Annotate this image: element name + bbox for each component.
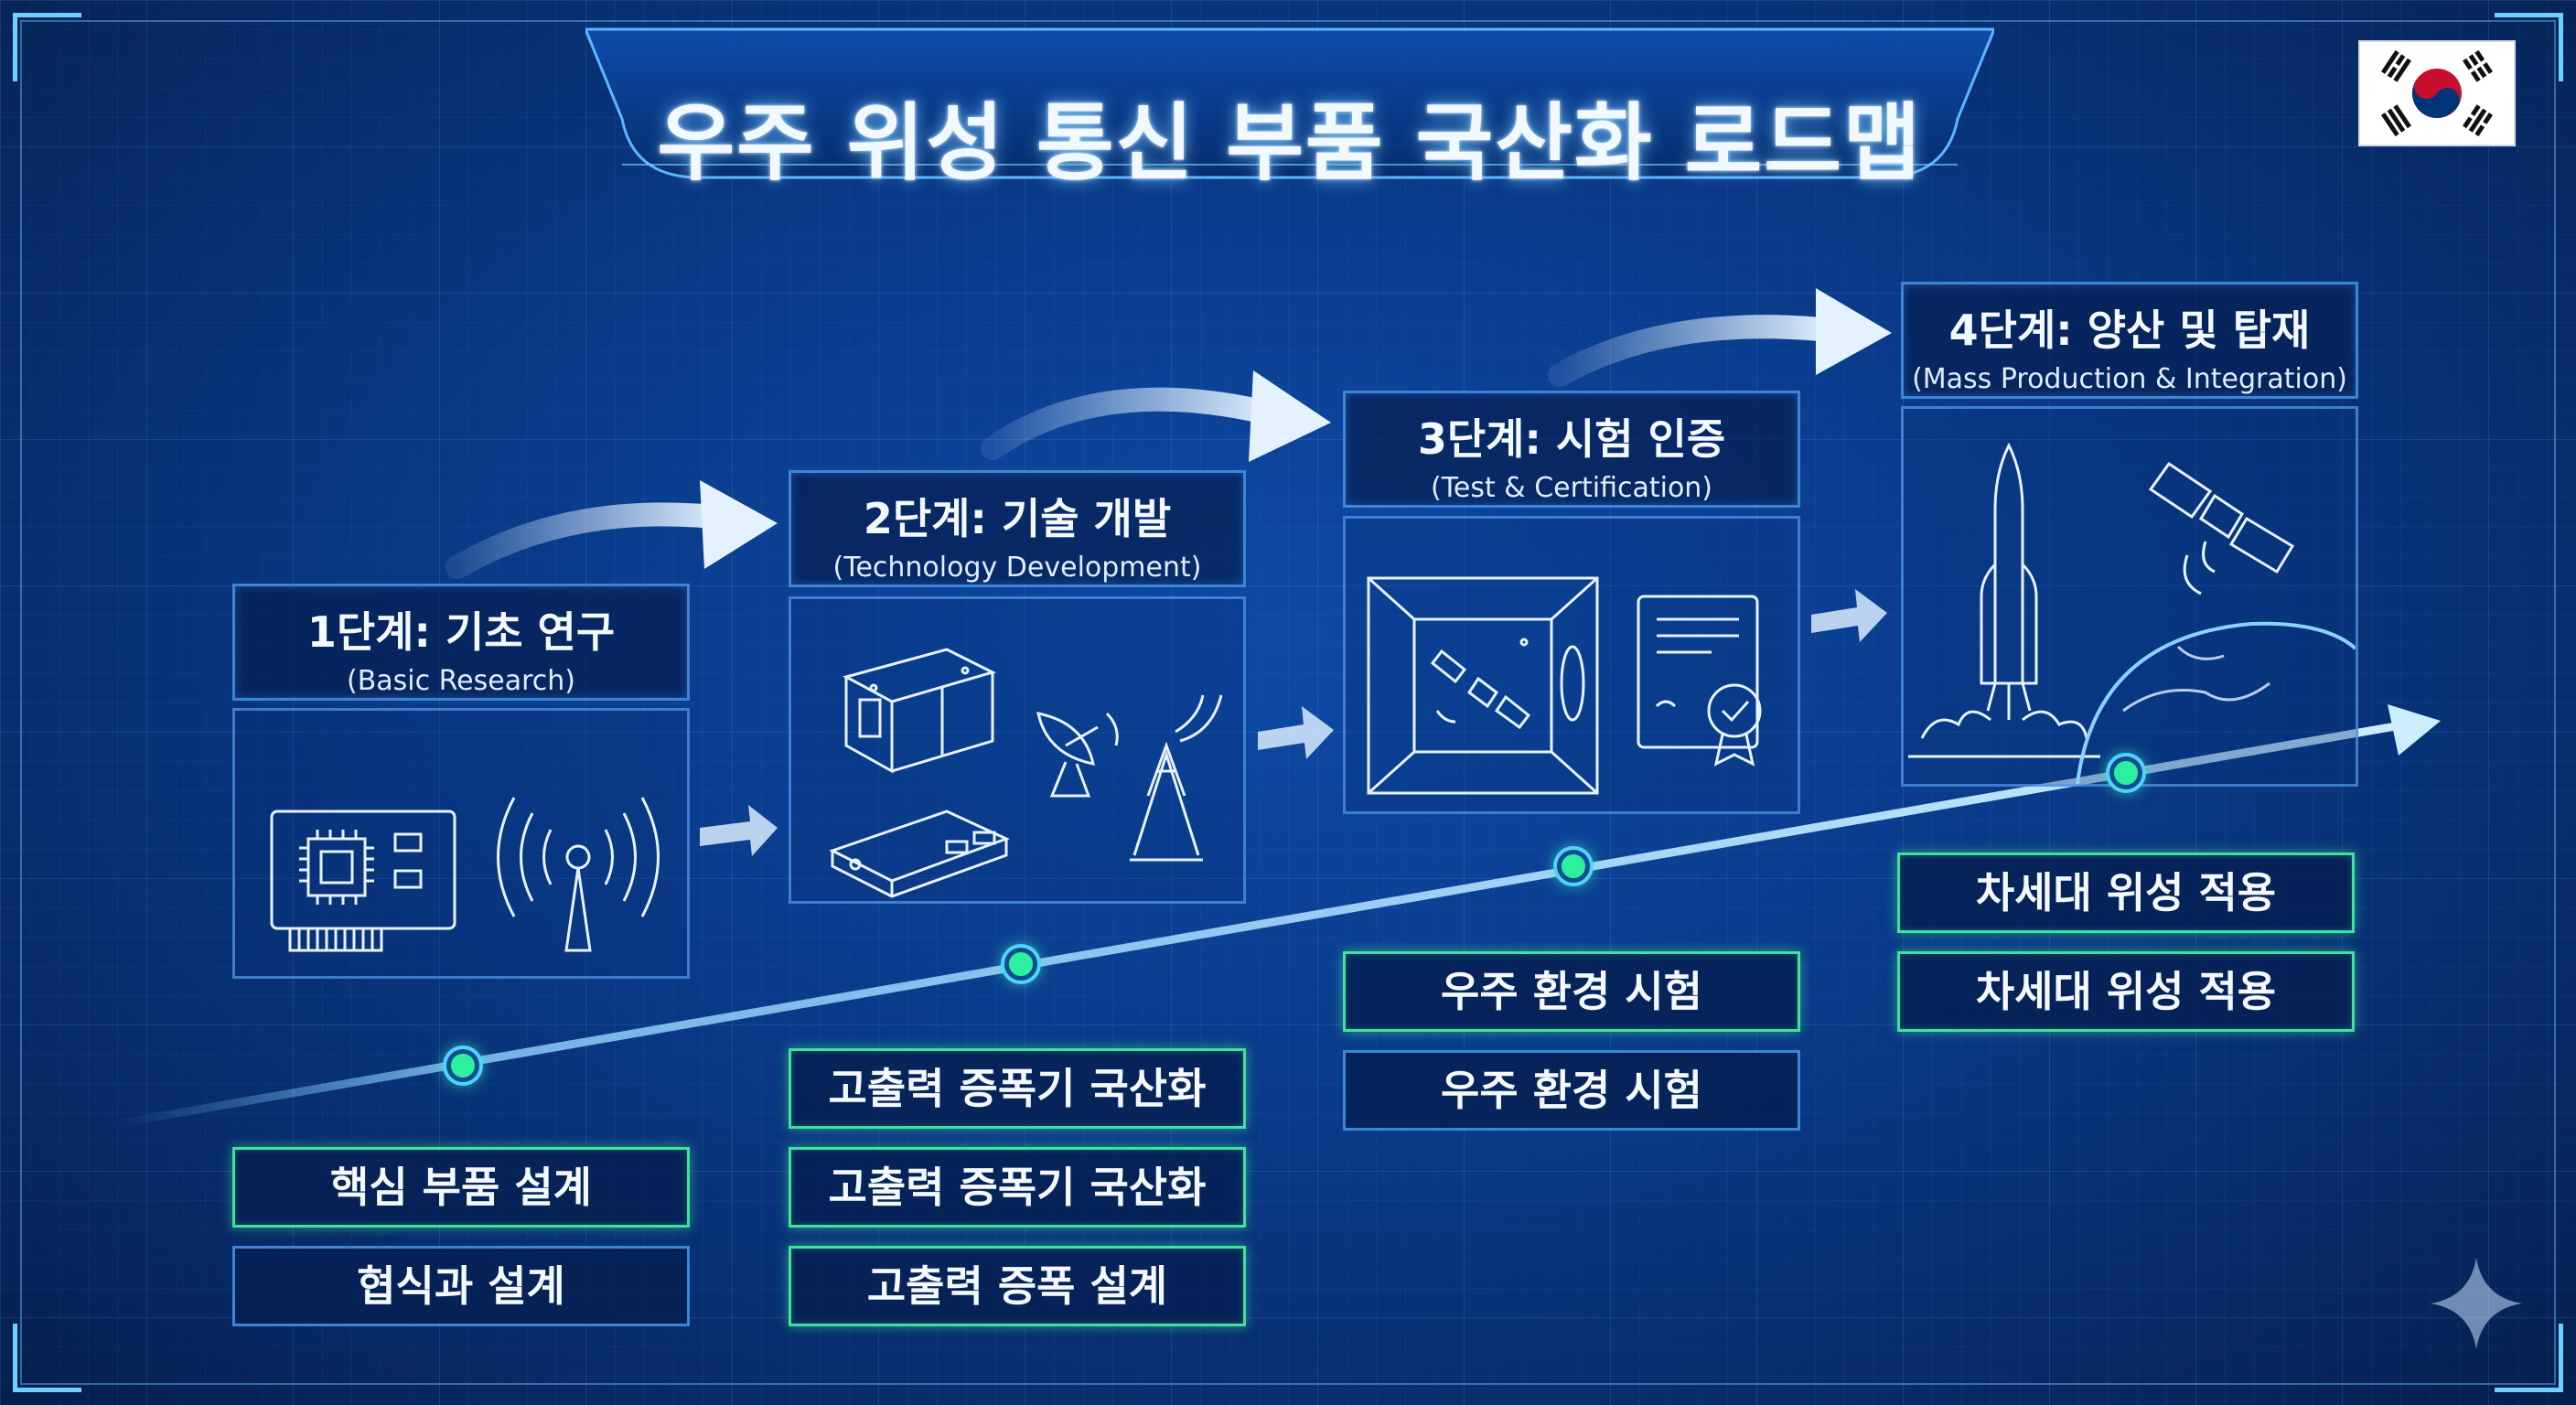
stage-1-panel bbox=[232, 708, 690, 979]
frame-corner-bottom-left bbox=[13, 1324, 81, 1392]
timeline-arrowhead bbox=[2388, 704, 2441, 756]
orbiting-satellite-icon bbox=[2148, 461, 2295, 595]
stage-4-panel bbox=[1901, 406, 2358, 787]
curved-arrow-3 bbox=[1548, 288, 1892, 387]
certificate-icon bbox=[1637, 595, 1762, 767]
panel-arrow-1 bbox=[700, 805, 778, 856]
stage-1-title: 1단계: 기초 연구 bbox=[306, 607, 616, 657]
stage-3-panel bbox=[1343, 516, 1800, 814]
stage-3-header: 3단계: 시험 인증 (Test & Certification) bbox=[1343, 391, 1800, 508]
earth-globe-icon bbox=[2076, 621, 2357, 785]
satellite-dish-icon bbox=[1036, 712, 1119, 798]
stage-2-label-2: 고출력 증폭기 국산화 bbox=[789, 1147, 1246, 1228]
panel-arrow-3 bbox=[1811, 589, 1887, 642]
rocket-launch-icon bbox=[1908, 442, 2100, 758]
stage-4-label-1: 차세대 위성 적용 bbox=[1897, 853, 2355, 933]
title-plate-shape bbox=[585, 27, 1994, 179]
antenna-tower-icon bbox=[497, 797, 660, 952]
stage-1-header: 1단계: 기초 연구 (Basic Research) bbox=[232, 584, 690, 701]
frame-corner-bottom-right bbox=[2495, 1324, 2563, 1392]
stage-2-subtitle: (Technology Development) bbox=[832, 552, 1202, 584]
page-title: 우주 위성 통신 부품 국산화 로드맵 bbox=[657, 94, 1923, 192]
cubesat-module-icon bbox=[842, 648, 997, 774]
circuit-board-icon bbox=[270, 810, 456, 952]
timeline-node-2 bbox=[1004, 948, 1037, 981]
test-chamber-icon bbox=[1367, 576, 1599, 795]
satellite-icon bbox=[1430, 638, 1531, 730]
stage-2-title: 2단계: 기술 개발 bbox=[863, 494, 1172, 543]
timeline-node-1 bbox=[446, 1049, 479, 1082]
stage-4-title: 4단계: 양산 및 탑재 bbox=[1948, 306, 2311, 355]
title-plate: 우주 위성 통신 부품 국산화 로드맵 bbox=[585, 27, 1994, 192]
stage-2-panel bbox=[789, 596, 1246, 904]
stage-4-label-2: 차세대 위성 적용 bbox=[1897, 951, 2355, 1032]
frame-corner-top-right bbox=[2495, 13, 2563, 81]
korea-flag-icon bbox=[2358, 40, 2516, 146]
timeline-line bbox=[118, 720, 2407, 1128]
stage-2-label-1: 고출력 증폭기 국산화 bbox=[789, 1048, 1246, 1129]
sparkle-icon bbox=[2431, 1258, 2522, 1349]
stage-2-label-3: 고출력 증폭 설계 bbox=[789, 1246, 1246, 1326]
stage-1-subtitle: (Basic Research) bbox=[347, 665, 575, 697]
panel-arrow-2 bbox=[1258, 706, 1334, 759]
outer-frame bbox=[20, 20, 2556, 1385]
frame-corner-top-left bbox=[13, 13, 81, 81]
stage-2-header: 2단계: 기술 개발 (Technology Development) bbox=[789, 470, 1246, 587]
stage-4-header: 4단계: 양산 및 탑재 (Mass Production & Integrat… bbox=[1901, 282, 2358, 399]
stage-3-subtitle: (Test & Certification) bbox=[1430, 472, 1713, 504]
timeline-node-3 bbox=[1557, 850, 1590, 883]
stage-3-label-1: 우주 환경 시험 bbox=[1343, 951, 1800, 1032]
timeline-node-4 bbox=[2109, 756, 2142, 789]
stage-1-label-1: 핵심 부품 설계 bbox=[232, 1147, 690, 1228]
electronics-box-icon bbox=[829, 810, 1010, 898]
stage-1-label-2: 협식과 설계 bbox=[232, 1246, 690, 1326]
stage-3-title: 3단계: 시험 인증 bbox=[1417, 414, 1726, 464]
signal-tower-icon bbox=[1130, 694, 1223, 862]
stage-4-subtitle: (Mass Production & Integration) bbox=[1912, 363, 2347, 395]
stage-3-label-2: 우주 환경 시험 bbox=[1343, 1050, 1800, 1131]
curved-arrow-2 bbox=[981, 370, 1331, 462]
curved-arrow-1 bbox=[445, 480, 778, 579]
